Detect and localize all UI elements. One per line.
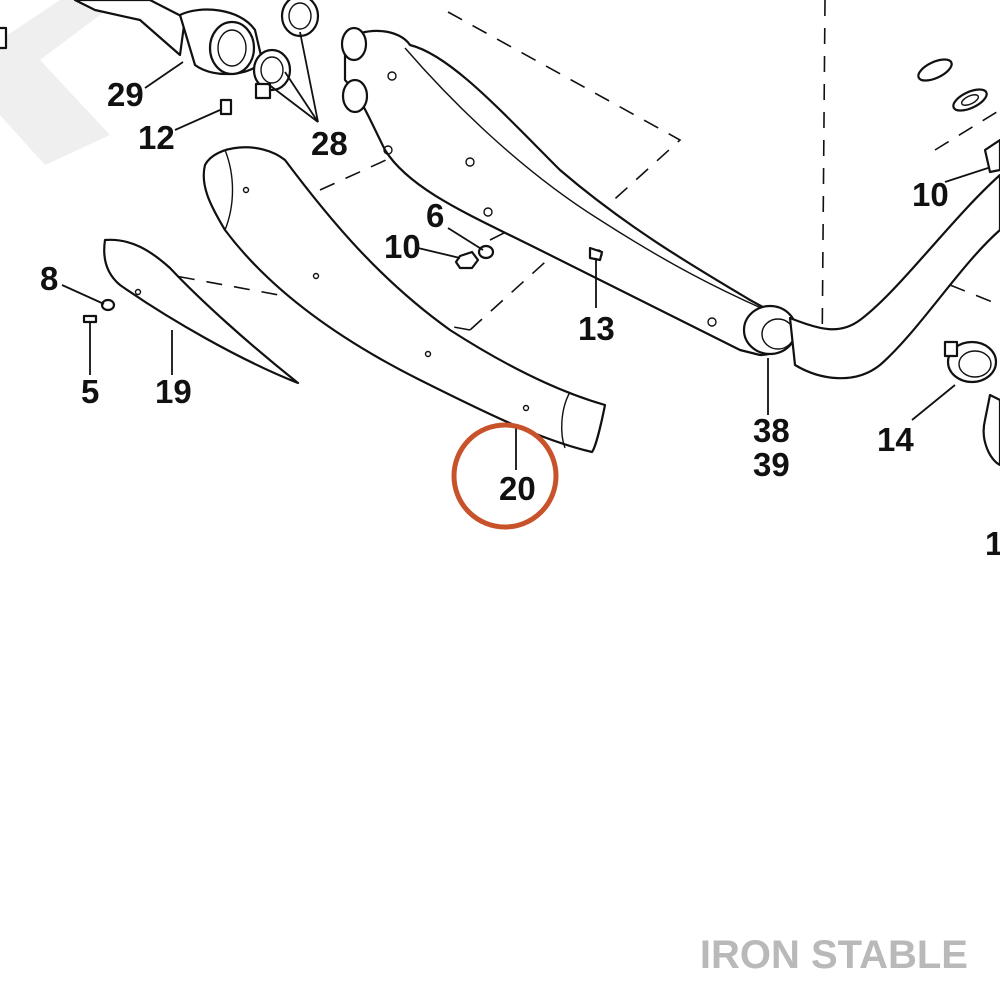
callout-labels: 29 12 28 6 10 10 8 5 19 13 20 38 39 14 1 — [40, 76, 1000, 562]
callout-13: 13 — [578, 310, 615, 347]
heat-shield-part-20 — [202, 146, 607, 454]
hose-clamp-part-14 — [943, 340, 1000, 467]
exhaust-pipe-right — [788, 173, 1000, 380]
callout-10-right: 10 — [912, 176, 949, 213]
callout-38: 38 — [753, 412, 790, 449]
clamp-part-28 — [252, 0, 320, 100]
callout-5: 5 — [81, 373, 99, 410]
callout-29: 29 — [107, 76, 144, 113]
callout-28: 28 — [311, 125, 348, 162]
callout-14: 14 — [877, 421, 914, 458]
callout-1-partial: 1 — [985, 525, 1000, 562]
ghost-watermark-shape — [0, 0, 120, 165]
brand-watermark: IRON STABLE — [700, 933, 968, 977]
callout-6: 6 — [426, 197, 444, 234]
nut-part-12 — [219, 98, 233, 116]
heat-shield-plate-part-19 — [103, 238, 300, 385]
callout-12: 12 — [138, 119, 175, 156]
leader-lines — [61, 31, 989, 470]
callout-8: 8 — [40, 260, 58, 297]
muffler-body-part-38-39 — [340, 26, 798, 357]
callout-19: 19 — [155, 373, 192, 410]
header-pipe-part-29 — [0, 0, 264, 76]
washer-parts-top-right — [917, 58, 1000, 174]
callout-39: 39 — [753, 446, 790, 483]
highlight-ring — [451, 422, 559, 530]
callout-20: 20 — [499, 470, 536, 507]
callout-10-mid: 10 — [384, 228, 421, 265]
